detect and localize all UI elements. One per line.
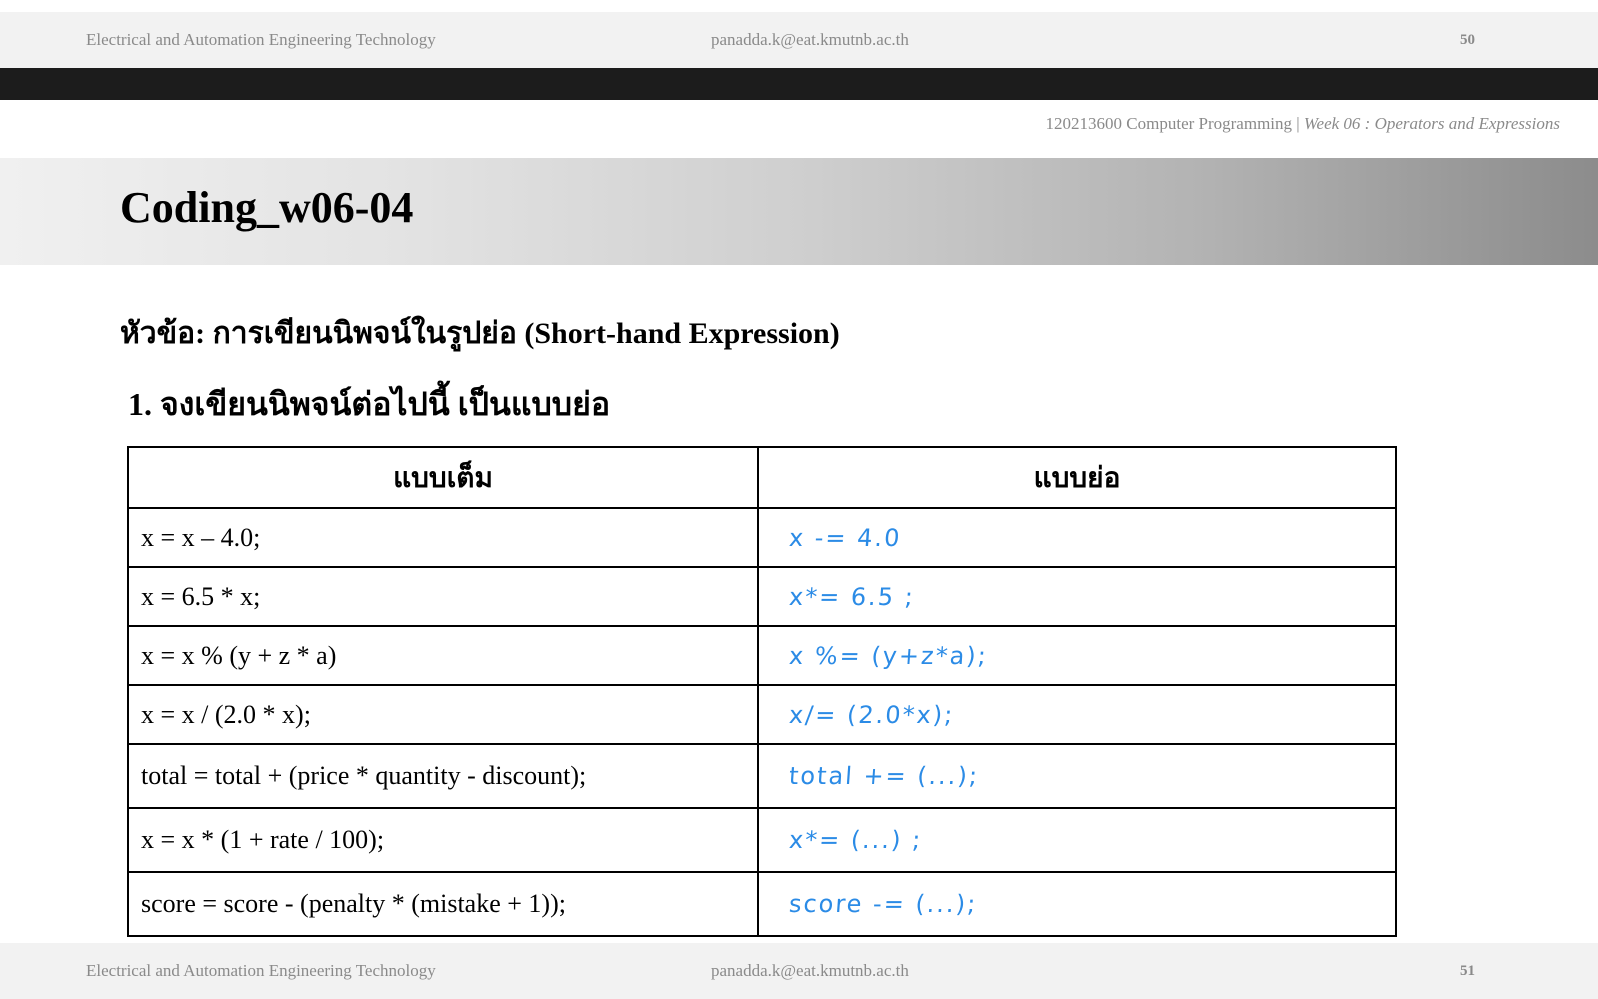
short-expression-cell: x*= (...) ; [757,807,1397,873]
footer-department: Electrical and Automation Engineering Te… [86,961,436,980]
handwritten-answer: x*= 6.5 ; [788,582,916,611]
header-bar: Electrical and Automation Engineering Te… [0,12,1598,68]
short-expression-cell: total += (...); [757,743,1397,809]
footer-bar: Electrical and Automation Engineering Te… [0,943,1598,999]
footer-email: panadda.k@eat.kmutnb.ac.th [711,961,909,980]
full-expression: score = score - (penalty * (mistake + 1)… [127,871,759,937]
header-page-number: 50 [1460,32,1475,48]
top-margin [0,0,1598,12]
short-expression-cell: score -= (...); [757,871,1397,937]
full-expression: x = x – 4.0; [127,507,759,568]
handwritten-answer: x/= (2.0*x); [788,700,956,729]
handwritten-answer: x -= 4.0 [788,523,903,552]
topic-heading: หัวข้อ: การเขียนนิพจน์ในรูปย่อ (Short-ha… [120,317,840,350]
slide-title: Coding_w06-04 [120,183,414,232]
course-week: Week 06 : Operators and Expressions [1303,114,1560,133]
full-expression: x = 6.5 * x; [127,566,759,627]
course-separator: | [1296,114,1300,133]
header-email: panadda.k@eat.kmutnb.ac.th [711,30,909,49]
title-band: Coding_w06-04 [0,158,1598,265]
expression-table: แบบเต็ม แบบย่อ x = x – 4.0; x -= 4.0 x =… [127,446,1397,937]
full-expression: x = x / (2.0 * x); [127,684,759,745]
table-row: x = x – 4.0; x -= 4.0 [127,507,1397,568]
header-department: Electrical and Automation Engineering Te… [86,30,436,49]
header-short-form: แบบย่อ [757,446,1397,509]
course-line: 120213600 Computer Programming | Week 06… [1046,114,1560,134]
handwritten-answer: x*= (...) ; [788,826,924,854]
black-divider-bar [0,68,1598,100]
footer-page-number: 51 [1460,963,1475,979]
full-expression: x = x % (y + z * a) [127,625,759,686]
table-row: x = x % (y + z * a) x %= (y+z*a); [127,625,1397,686]
question-text: 1. จงเขียนนิพจน์ต่อไปนี้ เป็นแบบย่อ [128,386,611,422]
course-code-name: 120213600 Computer Programming [1045,114,1293,133]
short-expression-cell: x %= (y+z*a); [757,625,1397,686]
full-expression: x = x * (1 + rate / 100); [127,807,759,873]
handwritten-answer: total += (...); [788,762,981,790]
table-row: total = total + (price * quantity - disc… [127,743,1397,809]
table-row: score = score - (penalty * (mistake + 1)… [127,871,1397,937]
short-expression-cell: x/= (2.0*x); [757,684,1397,745]
table-header-row: แบบเต็ม แบบย่อ [127,446,1397,509]
header-full-form: แบบเต็ม [127,446,759,509]
handwritten-answer: x %= (y+z*a); [788,641,989,670]
short-expression-cell: x*= 6.5 ; [757,566,1397,627]
table-row: x = 6.5 * x; x*= 6.5 ; [127,566,1397,627]
table-row: x = x / (2.0 * x); x/= (2.0*x); [127,684,1397,745]
table-row: x = x * (1 + rate / 100); x*= (...) ; [127,807,1397,873]
short-expression-cell: x -= 4.0 [757,507,1397,568]
handwritten-answer: score -= (...); [788,890,979,918]
full-expression: total = total + (price * quantity - disc… [127,743,759,809]
